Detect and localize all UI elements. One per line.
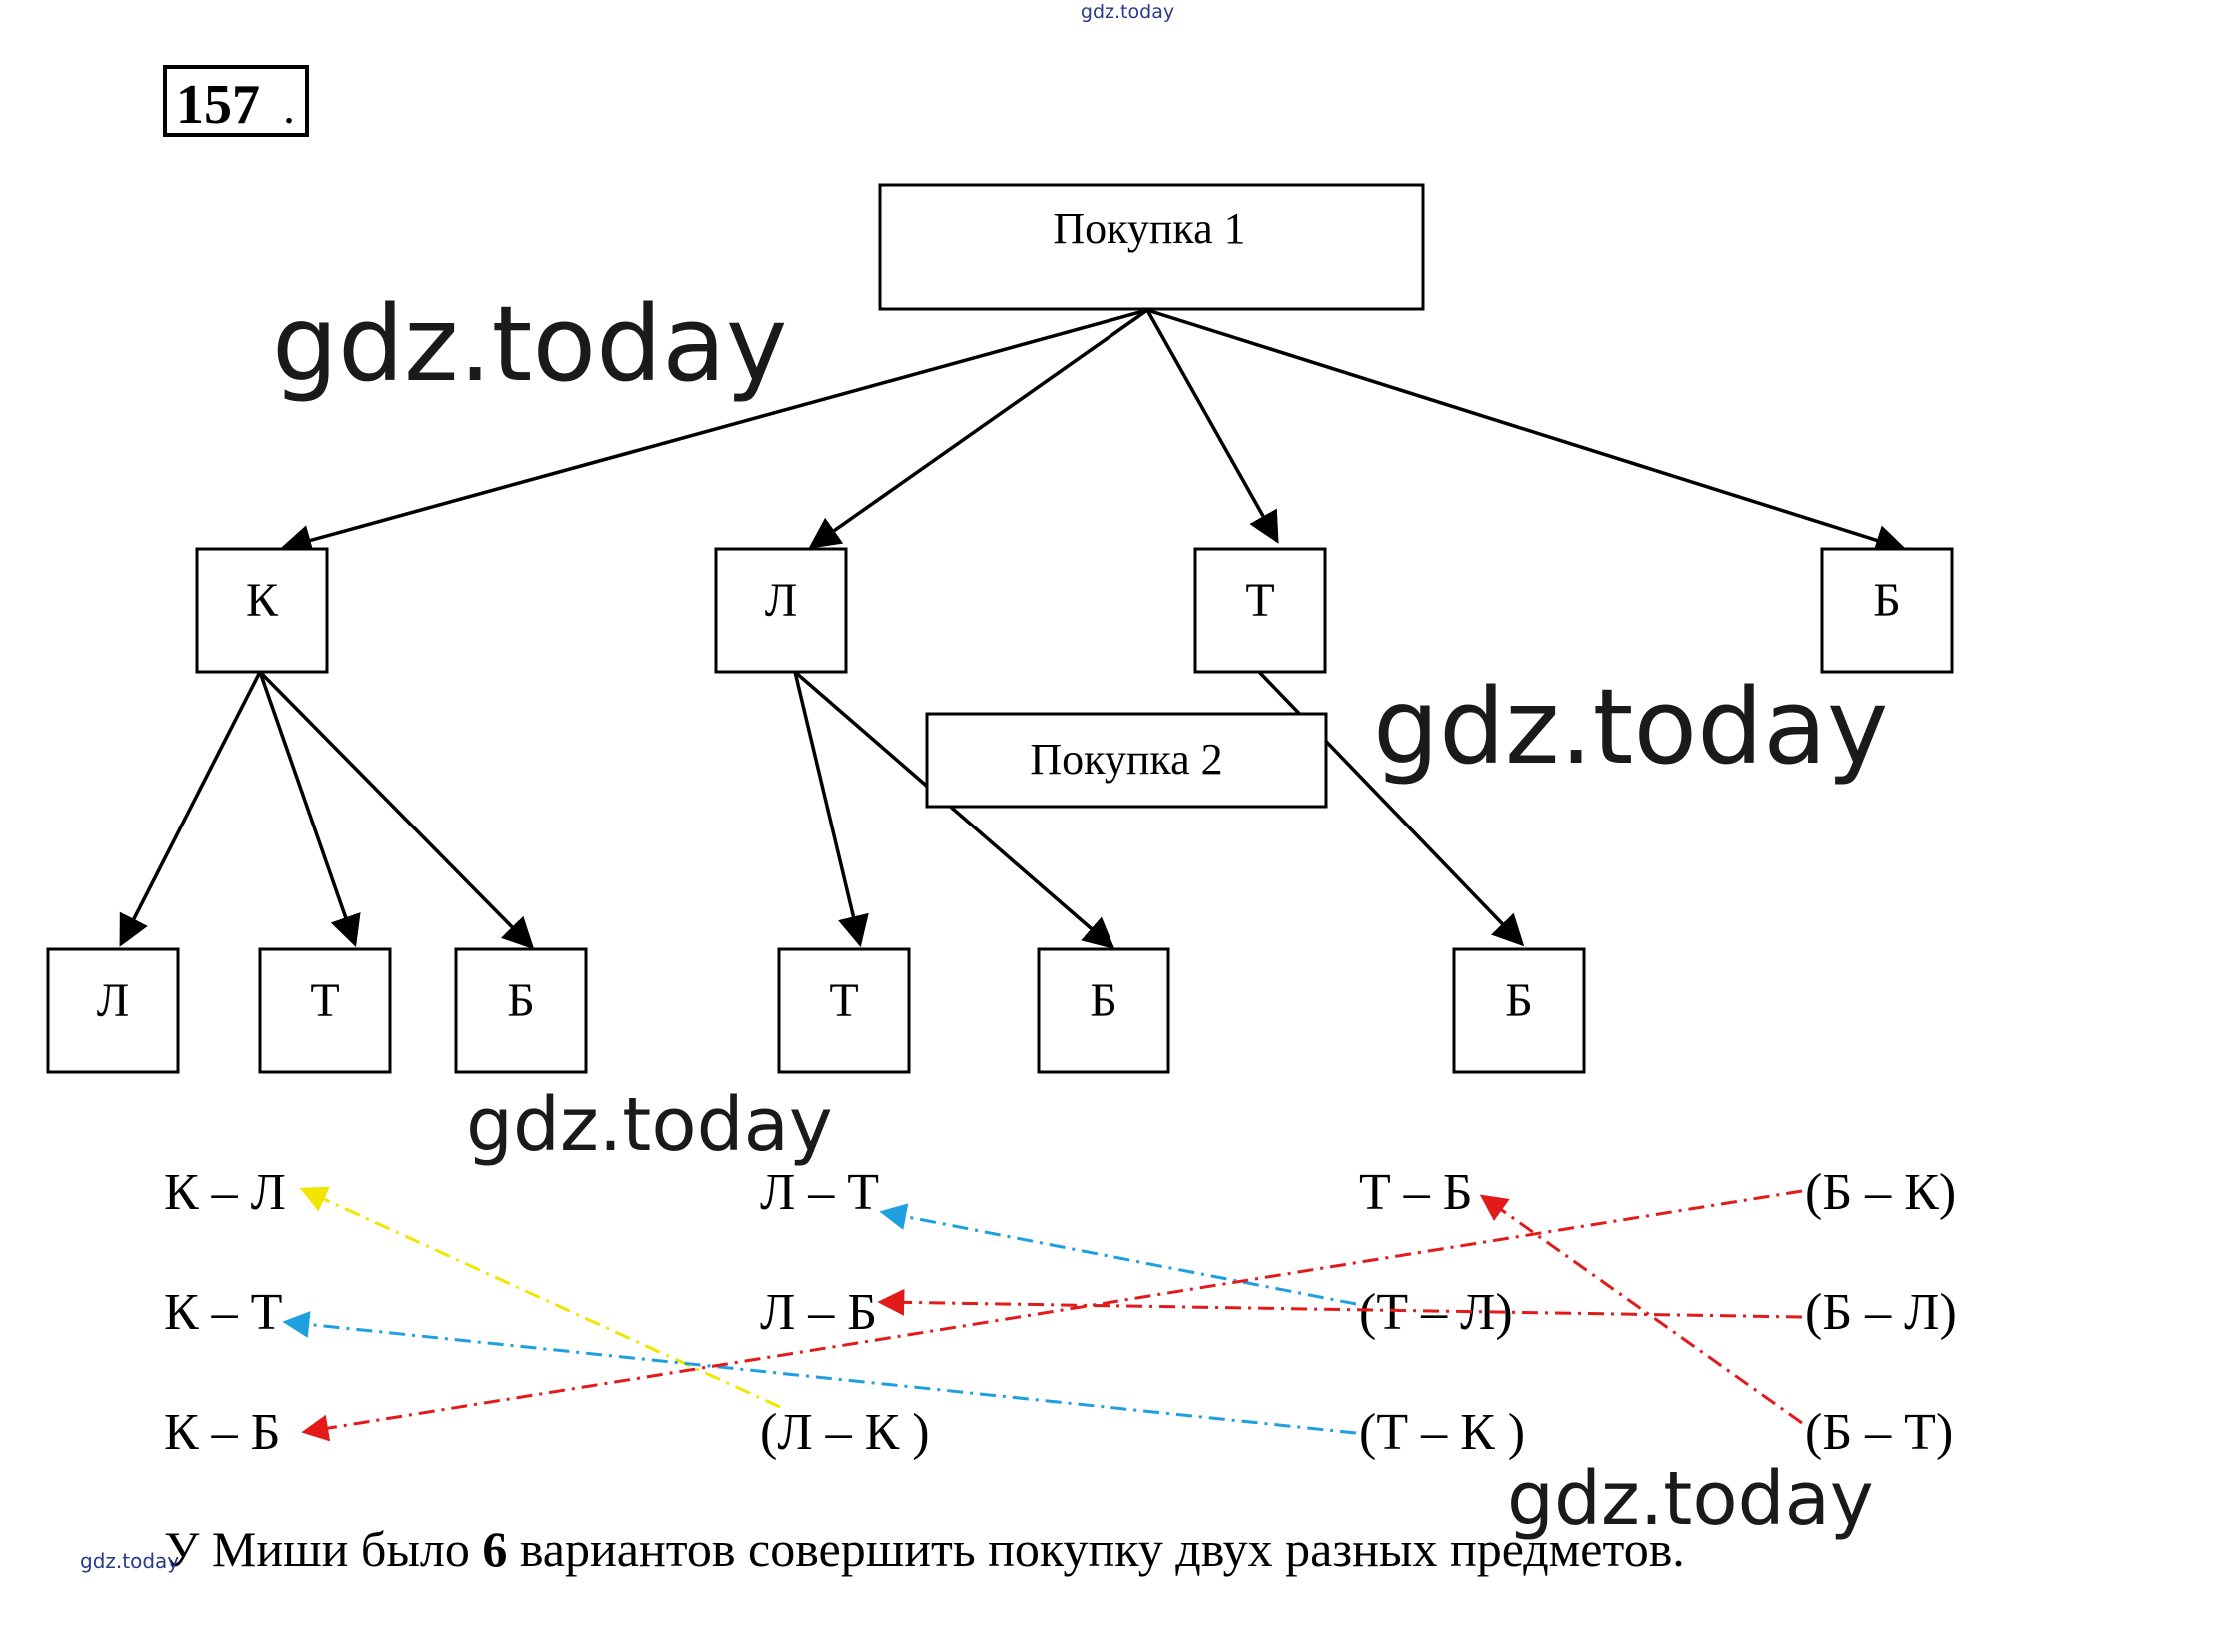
arrow-blue bbox=[879, 1203, 1357, 1306]
level2-nodes: Л Т Б Т Б Б bbox=[46, 947, 1586, 1074]
leaf-box bbox=[1037, 947, 1170, 1074]
arrow-root-l bbox=[808, 308, 1149, 549]
level1-nodes: К Л Т Б bbox=[195, 547, 1954, 674]
pair-text: (Б – Т) bbox=[1805, 1404, 1953, 1461]
node-t-label: Т bbox=[1245, 574, 1274, 627]
leaf-box bbox=[454, 947, 588, 1074]
arrow-red bbox=[877, 1288, 1803, 1319]
leaf-box bbox=[777, 947, 911, 1074]
leaf-box bbox=[1452, 947, 1586, 1074]
pair-text: К – Б bbox=[164, 1404, 281, 1461]
second-purchase-node: Покупка 2 bbox=[925, 712, 1328, 809]
arrow-root-t bbox=[1145, 309, 1279, 544]
arrow-red bbox=[301, 1189, 1803, 1442]
watermark-large: gdz.today bbox=[1373, 666, 1888, 788]
node-l-box bbox=[714, 547, 848, 674]
leaf-label: Т bbox=[310, 974, 339, 1027]
pair-text: К – Т bbox=[164, 1284, 282, 1341]
pair-text: (Т – К ) bbox=[1359, 1404, 1525, 1461]
node-t-box bbox=[1193, 547, 1327, 674]
conclusion-after: вариантов совершить покупку двух разных … bbox=[507, 1521, 1684, 1577]
arrow-l-t bbox=[793, 671, 869, 948]
pair-text: Л – Т bbox=[760, 1164, 879, 1221]
node-l-label: Л bbox=[765, 574, 798, 627]
leaf-label: Б bbox=[1505, 974, 1533, 1027]
problem-number-text: 157 bbox=[176, 74, 260, 136]
duplicate-arrows bbox=[282, 1186, 1803, 1442]
arrow-root-k bbox=[279, 308, 1148, 556]
leaf-label: Л bbox=[97, 974, 130, 1027]
conclusion-before: У Миши было bbox=[164, 1521, 482, 1577]
watermark-small-bottom: gdz.today bbox=[80, 1549, 179, 1573]
root-node: Покупка 1 bbox=[878, 183, 1425, 311]
arrow-red bbox=[1479, 1194, 1803, 1425]
child-arrows bbox=[119, 670, 1525, 950]
leaf-box bbox=[258, 947, 392, 1074]
watermark-large: gdz.today bbox=[1507, 1456, 1874, 1542]
conclusion-number: 6 bbox=[482, 1521, 507, 1577]
pairs-table: К – Л К – Т К – Б Л – Т Л – Б (Л – К ) Т… bbox=[164, 1164, 1957, 1461]
watermark-large: gdz.today bbox=[272, 283, 787, 405]
watermark-small-top: gdz.today bbox=[1081, 1, 1174, 23]
node-k-label: К bbox=[246, 574, 279, 627]
root-arrows bbox=[279, 308, 1908, 556]
problem-number-suffix: . bbox=[283, 81, 295, 134]
leaf-label: Т bbox=[829, 974, 858, 1027]
arrow-k-b bbox=[258, 670, 535, 950]
pair-text: (Б – Л) bbox=[1805, 1284, 1957, 1341]
arrow-root-b bbox=[1146, 308, 1908, 556]
root-label: Покупка 1 bbox=[1053, 204, 1245, 253]
arrow-k-l bbox=[119, 671, 262, 947]
pair-text: Л – Б bbox=[760, 1284, 877, 1341]
node-k-box bbox=[195, 547, 329, 674]
node-b-box bbox=[1820, 547, 1954, 674]
pair-text: К – Л bbox=[164, 1164, 286, 1221]
arrow-blue bbox=[282, 1311, 1357, 1435]
arrow-l-b bbox=[793, 670, 1115, 950]
conclusion-sentence: У Миши было 6 вариантов совершить покупк… bbox=[164, 1521, 1685, 1577]
arrow-yellow bbox=[299, 1186, 781, 1409]
pair-text: (Б – К) bbox=[1805, 1164, 1956, 1221]
leaf-label: Б bbox=[1090, 974, 1117, 1027]
leaf-box bbox=[46, 947, 180, 1074]
node-b-label: Б bbox=[1873, 574, 1901, 627]
pair-text: (Л – К ) bbox=[760, 1404, 930, 1461]
watermark-large: gdz.today bbox=[466, 1082, 833, 1168]
leaf-label: Б bbox=[507, 974, 535, 1027]
problem-number: 157 . bbox=[163, 65, 309, 137]
pair-text: Т – Б bbox=[1359, 1164, 1473, 1221]
second-purchase-label: Покупка 2 bbox=[1030, 735, 1222, 784]
arrow-k-t bbox=[258, 671, 361, 947]
